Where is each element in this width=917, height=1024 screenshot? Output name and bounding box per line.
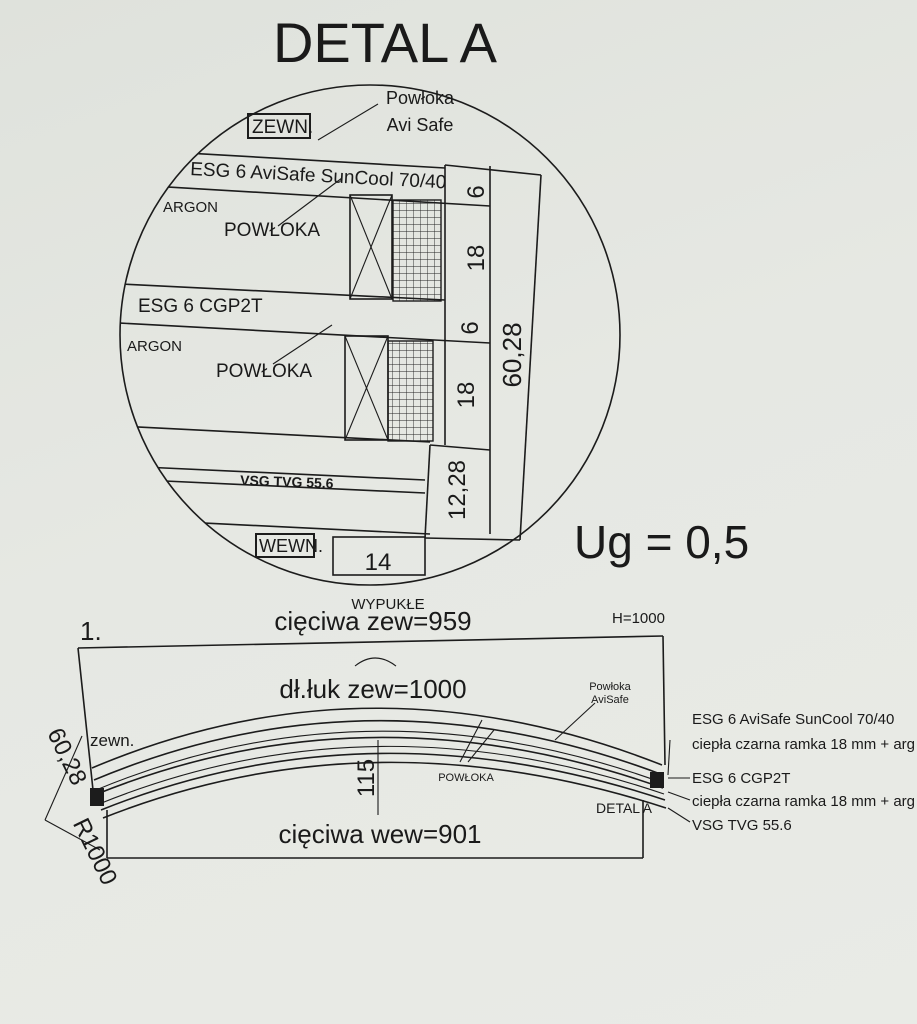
pane1-label: ESG 6 AviSafe SunCool 70/40 xyxy=(190,159,447,193)
argon-label-2: ARGON xyxy=(127,338,182,355)
powloka-label-2: POWŁOKA xyxy=(216,361,312,382)
legend-item-4: ciepła czarna ramka 18 mm + arg xyxy=(692,793,915,810)
powloka-label-1: POWŁOKA xyxy=(224,220,320,241)
dim-6-top: 6 xyxy=(463,185,490,198)
coating-top-label: Powłoka xyxy=(386,88,455,108)
detail-circle xyxy=(119,84,621,586)
detail-outline xyxy=(119,84,621,586)
dim-14: 14 xyxy=(365,549,392,576)
arch-powloka-label: POWŁOKA xyxy=(438,772,494,784)
pane3-label: VSG TVG 55.6 xyxy=(240,472,334,491)
legend-item-2: ciepła czarna ramka 18 mm + arg xyxy=(692,736,915,753)
arch-coating-label: Powłoka xyxy=(589,681,631,693)
legend-item-5: VSG TVG 55.6 xyxy=(692,817,792,834)
zewn-box xyxy=(247,113,311,139)
dim-18-top: 18 xyxy=(463,245,490,272)
dim-6-mid: 6 xyxy=(457,321,484,334)
arch-zewn-label: zewn. xyxy=(90,731,134,750)
wypukle-label: WYPUKŁE xyxy=(351,596,424,613)
height-label: H=1000 xyxy=(612,610,665,627)
arch-drawing xyxy=(44,635,691,859)
item-number: 1. xyxy=(80,616,102,646)
legend-item-1: ESG 6 AviSafe SunCool 70/40 xyxy=(692,711,894,728)
arch-coating-label-2: AviSafe xyxy=(591,694,629,706)
page-title: DETAL A xyxy=(273,11,498,74)
argon-label-1: ARGON xyxy=(163,199,218,216)
wewn-label: WEWN. xyxy=(259,536,323,556)
chord-int-label: cięciwa wew=901 xyxy=(278,819,481,849)
detal-a-ref: DETAL A xyxy=(596,800,653,816)
dim-12-28: 12,28 xyxy=(444,460,471,520)
wewn-box xyxy=(255,533,315,558)
pane2-label: ESG 6 CGP2T xyxy=(138,296,263,317)
dim-115: 115 xyxy=(353,759,380,797)
radius-label: R1000 xyxy=(67,814,122,889)
dim-18-mid: 18 xyxy=(453,382,480,409)
dim-60-28-arch: 60,28 xyxy=(41,724,92,790)
chord-ext-label: cięciwa zew=959 xyxy=(274,606,471,636)
dim-60-28-detail: 60,28 xyxy=(497,322,527,387)
coating-top-label-2: Avi Safe xyxy=(387,115,454,135)
zewn-label: ZEWN. xyxy=(252,117,313,138)
ug-value: Ug = 0,5 xyxy=(574,516,749,568)
arc-length-label: dł.łuk zew=1000 xyxy=(279,674,466,704)
legend-item-3: ESG 6 CGP2T xyxy=(692,770,790,787)
